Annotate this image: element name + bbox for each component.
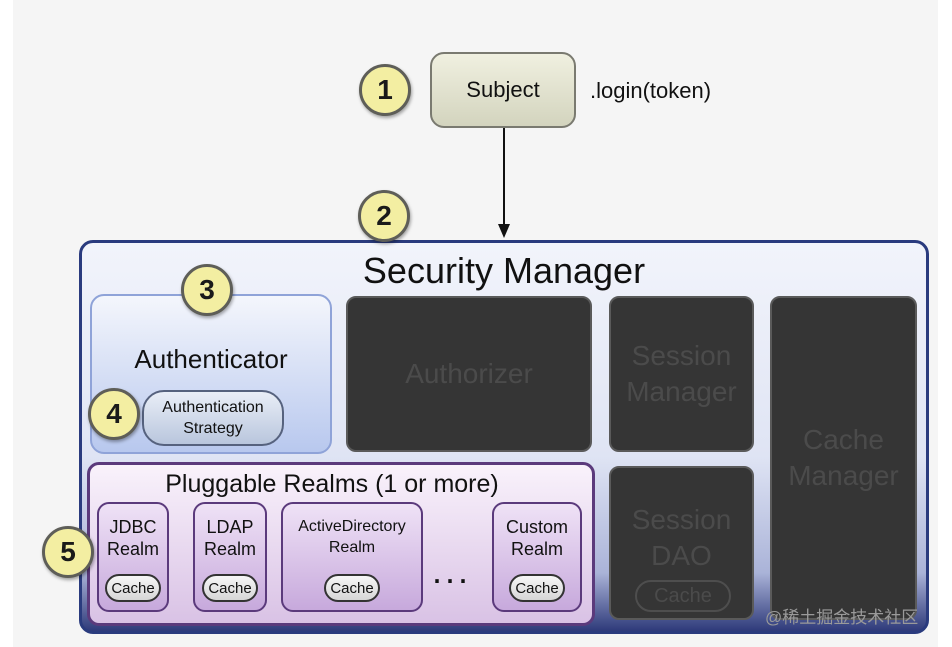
login-call-label: .login(token) xyxy=(590,78,712,103)
cache-manager-line-1: Cache xyxy=(803,424,884,455)
realm-line-2: Realm xyxy=(106,539,159,559)
strategy-line-1: Authentication xyxy=(162,399,264,416)
authorizer-label: Authorizer xyxy=(405,358,533,389)
realm-cache: Cache xyxy=(324,574,380,602)
realm-line-2: Realm xyxy=(510,539,563,559)
realm-cache: Cache xyxy=(105,574,161,602)
realm-line-1: Custom xyxy=(505,517,568,537)
subject-box: Subject xyxy=(430,52,576,128)
session-dao-line-1: Session xyxy=(631,504,732,535)
session-dao-line-2: DAO xyxy=(651,540,712,571)
step-badge-5: 5 xyxy=(42,526,94,578)
step-badge-2: 2 xyxy=(358,190,410,242)
session-dao-cache: Cache xyxy=(635,580,731,612)
security-manager-title: Security Manager xyxy=(362,250,646,291)
pluggable-realms-title: Pluggable Realms (1 or more) xyxy=(165,470,499,498)
watermark-text: @稀土掘金技术社区 xyxy=(765,608,919,627)
session-manager-line-1: Session xyxy=(631,340,732,371)
authorizer-box: Authorizer xyxy=(346,296,592,452)
step-badge-4: 4 xyxy=(88,388,140,440)
realm-line-1: JDBC xyxy=(109,517,157,537)
realm-line-1: ActiveDirectory xyxy=(298,518,406,535)
realm-cache: Cache xyxy=(202,574,258,602)
session-manager-line-2: Manager xyxy=(626,376,737,407)
step-badge-3: 3 xyxy=(181,264,233,316)
cache-manager-line-2: Manager xyxy=(788,460,899,491)
realm-line-1: LDAP xyxy=(206,517,254,537)
realm-line-2: Realm xyxy=(328,539,376,556)
realm-cache: Cache xyxy=(509,574,565,602)
strategy-line-2: Strategy xyxy=(183,420,243,437)
more-realms-ellipsis: ... xyxy=(432,550,472,591)
step-badge-1: 1 xyxy=(359,64,411,116)
authenticator-title: Authenticator xyxy=(134,344,288,374)
subject-label: Subject xyxy=(466,77,540,102)
realm-line-2: Realm xyxy=(203,539,256,559)
